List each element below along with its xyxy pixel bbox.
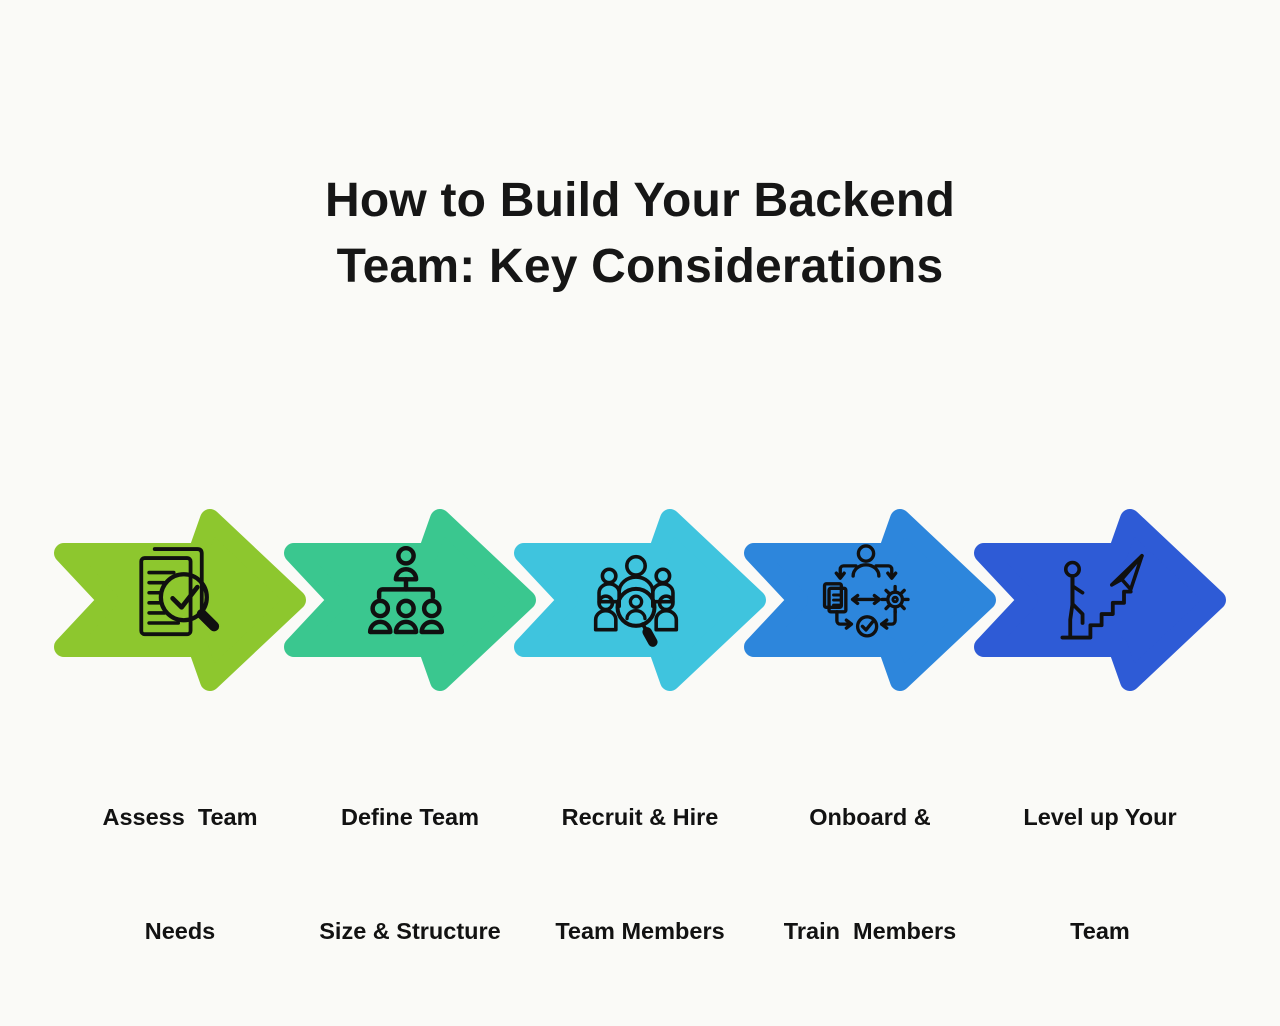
label-line: Recruit & Hire: [561, 804, 719, 830]
step-onboard-train: [740, 505, 1000, 695]
step-recruit-hire: [510, 505, 770, 695]
label-line: Team Members: [555, 918, 725, 944]
org-chart-icon: [350, 539, 462, 651]
team-search-icon: [580, 539, 692, 651]
label-line: Assess Team: [102, 804, 258, 830]
label-recruit-hire: Recruit & Hire Team Members: [508, 722, 772, 1026]
label-line: Team: [1070, 918, 1130, 944]
document-check-magnifier-icon: [120, 539, 232, 651]
arrow-shape: [54, 509, 306, 691]
label-level-up: Level up Your Team: [968, 722, 1232, 1026]
page-title-line1: How to Build Your Backend: [325, 174, 955, 227]
label-line: Onboard &: [809, 804, 931, 830]
page-title: How to Build Your Backend Team: Key Cons…: [0, 168, 1280, 300]
label-line: Needs: [144, 918, 216, 944]
label-onboard-train: Onboard & Train Members: [738, 722, 1002, 1026]
step-level-up: [970, 505, 1230, 695]
label-line: Size & Structure: [319, 918, 501, 944]
onboarding-process-icon: [810, 539, 922, 651]
step-assess-team-needs: [50, 505, 310, 695]
step-arrow: [54, 509, 306, 691]
infographic-canvas: How to Build Your Backend Team: Key Cons…: [0, 168, 1280, 944]
step-define-team-size: [280, 505, 540, 695]
label-line: Level up Your: [1023, 804, 1177, 830]
step-arrow: [974, 509, 1226, 691]
label-line: Define Team: [341, 804, 479, 830]
label-line: Train Members: [783, 918, 957, 944]
arrow-shape: [974, 509, 1226, 691]
level-up-stairs-icon: [1040, 539, 1152, 651]
page-title-line2: Team: Key Considerations: [336, 240, 944, 293]
label-define-team-size: Define Team Size & Structure: [278, 722, 542, 1026]
label-assess-team-needs: Assess Team Needs: [48, 722, 312, 1026]
